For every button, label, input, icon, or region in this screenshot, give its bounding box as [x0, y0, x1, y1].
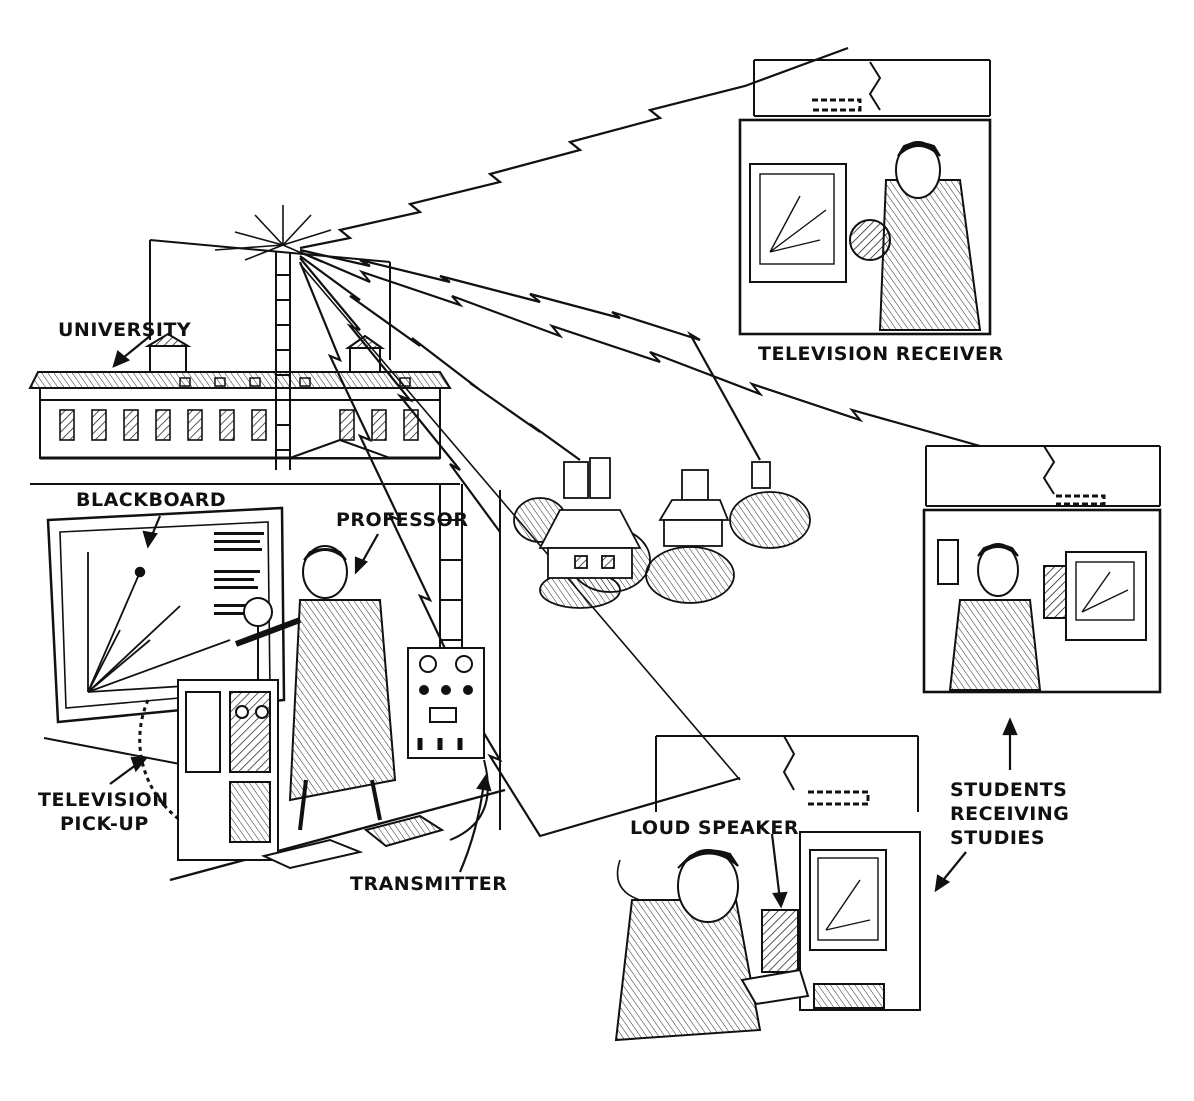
label-students-line2: RECEIVING: [950, 803, 1069, 825]
receiver-room-right: [922, 445, 1162, 694]
receiver-room-top: [738, 59, 992, 336]
antenna-tower: [149, 205, 391, 470]
transmitter-device: [260, 647, 489, 870]
professor-figure: [234, 545, 397, 831]
label-loud-speaker: LOUD SPEAKER: [630, 817, 799, 839]
receiver-room-bottom: [614, 735, 921, 1042]
label-television-receiver: TELEVISION RECEIVER: [758, 343, 1004, 365]
label-professor: PROFESSOR: [336, 509, 468, 531]
television-pickup-device: [138, 597, 279, 861]
label-television-pickup-line1: TELEVISION: [38, 789, 169, 811]
label-blackboard: BLACKBOARD: [76, 489, 226, 511]
label-students-line3: STUDIES: [950, 827, 1045, 849]
label-transmitter: TRANSMITTER: [350, 873, 507, 895]
pointer-arrows: [109, 335, 1018, 909]
label-television-pickup-line2: PICK-UP: [60, 813, 149, 835]
label-university: UNIVERSITY: [58, 319, 191, 341]
university-building: [28, 332, 452, 460]
town-houses: [513, 457, 811, 609]
label-students-line1: STUDENTS: [950, 779, 1067, 801]
blackboard-drawing: [46, 506, 286, 724]
